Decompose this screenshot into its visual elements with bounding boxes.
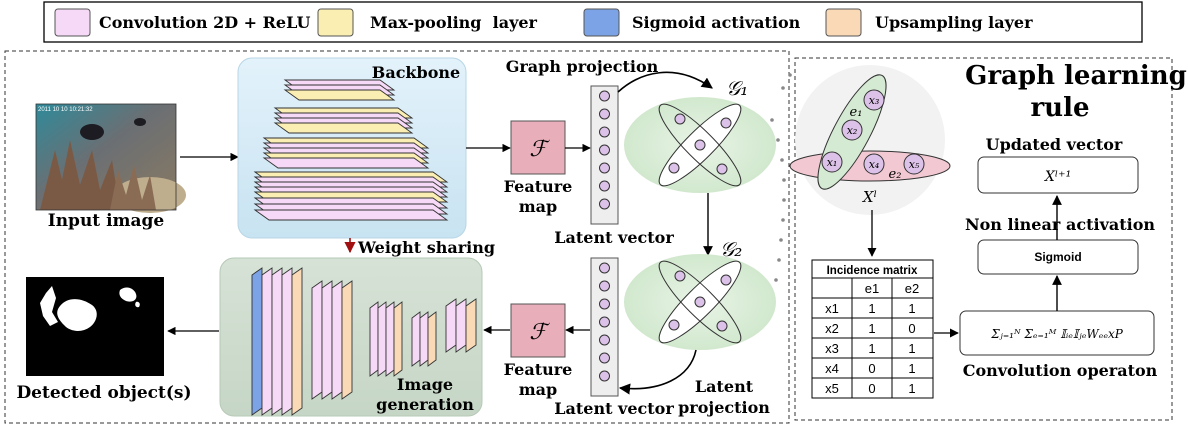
graph-projection-arrow [617, 71, 713, 93]
legend-label-maxpool: Max-pooling layer [370, 13, 538, 32]
graph-1-label: 𝒢₁ [726, 76, 748, 100]
edge-e1: e₁ [850, 105, 863, 120]
node-x1: x₁ [827, 156, 838, 169]
feature-symbol-bottom: ℱ [529, 320, 550, 345]
feature-map-label-bottom-line2: map [519, 380, 557, 399]
latent-projection-arrow [618, 349, 697, 395]
legend-swatch-conv [54, 8, 91, 37]
legend-label-upsampling: Upsampling layer [875, 13, 1033, 32]
incidence-matrix-title: Incidence matrix [827, 265, 918, 277]
legend-swatch-sigmoid [583, 8, 620, 37]
pipeline-panel [4, 50, 790, 424]
latent-vector-bottom [590, 257, 619, 397]
matrix-header-e1: e1 [865, 281, 879, 296]
updated-vector-label: Updated vector [986, 135, 1123, 154]
node-x3: x₃ [869, 94, 880, 107]
image-generation-label-line2: generation [376, 395, 474, 414]
detected-mask [26, 277, 164, 376]
input-image-label: Input image [48, 211, 165, 231]
legend-label-conv: Convolution 2D + ReLU [99, 13, 310, 32]
convolution-label: Convolution operaton [963, 361, 1158, 380]
matrix-cell: 1 [868, 301, 875, 316]
rule-title-line1: Graph learning [965, 61, 1187, 91]
matrix-cell: 0 [868, 381, 875, 396]
updated-vector-box [977, 156, 1139, 194]
matrix-cell: 0 [908, 321, 915, 336]
convolution-formula: Σⱼ₌₁ᴺ Σₑ₌₁ᴹ 𝕀ᵢₑ𝕀ⱼₑWₑₑxP [990, 327, 1124, 341]
hypergraph-caption: Xˡ [862, 188, 877, 206]
generation-layers [251, 267, 477, 416]
hypergraph [789, 65, 951, 215]
matrix-cell: 1 [868, 321, 875, 336]
incidence-matrix [811, 259, 934, 399]
image-generation-label-line1: Image [397, 375, 453, 394]
matrix-cell: 0 [868, 361, 875, 376]
node-x2: x₂ [847, 124, 858, 137]
feature-map-label-top-line2: map [519, 197, 557, 216]
node-x5: x₅ [909, 158, 920, 171]
connector-dots [770, 73, 792, 282]
backbone-layers [253, 79, 449, 221]
weight-sharing-label: Weight sharing [357, 238, 495, 257]
feature-box-top [510, 120, 566, 175]
svg-text:2011 10 10 10:21:32: 2011 10 10 10:21:32 [38, 107, 93, 113]
rule-panel [794, 57, 1173, 421]
detected-object-label: Detected object(s) [16, 383, 191, 403]
latent-projection-label-line2: projection [678, 398, 770, 417]
edge-e2: e₂ [889, 167, 902, 182]
latent-vector-top [590, 85, 619, 225]
nonlinear-label: Non linear [965, 215, 1061, 234]
feature-box-bottom [510, 303, 566, 358]
sigmoid-label: Sigmoid [1034, 250, 1081, 264]
matrix-cell: 1 [868, 341, 875, 356]
activation-label: activation [1066, 215, 1155, 234]
matrix-row-label: x4 [825, 361, 839, 376]
matrix-cell: 1 [908, 341, 915, 356]
rule-title-line2: rule [1030, 93, 1089, 123]
feature-symbol-top: ℱ [529, 137, 550, 162]
matrix-row-label: x1 [825, 301, 839, 316]
matrix-cell: 1 [908, 301, 915, 316]
graph-2-label: 𝒢₂ [720, 237, 742, 261]
latent-projection-label-line1: Latent [695, 377, 754, 396]
matrix-row-label: x5 [825, 381, 839, 396]
input-image: 2011 10 10 10:21:32 [35, 103, 186, 213]
feature-map-label-bottom-line1: Feature [504, 360, 573, 379]
latent-vector-label-top: Latent vector [554, 228, 674, 247]
updated-vector-symbol: Xˡ⁺¹ [1044, 169, 1071, 185]
legend-label-sigmoid: Sigmoid activation [632, 13, 801, 32]
legend: Convolution 2D + ReLU Max-pooling layer … [43, 1, 1143, 43]
backbone-label: Backbone [372, 63, 460, 82]
feature-map-label-top-line1: Feature [504, 177, 573, 196]
matrix-cell: 1 [908, 381, 915, 396]
matrix-row-label: x2 [825, 321, 839, 336]
matrix-header-e2: e2 [905, 281, 919, 296]
latent-vector-label-bottom: Latent vector [554, 399, 674, 418]
sigmoid-box [977, 239, 1139, 275]
graph-projection-label: Graph projection [506, 57, 659, 76]
graph-1 [624, 97, 776, 193]
legend-swatch-upsampling [825, 8, 862, 37]
legend-swatch-maxpool [317, 8, 354, 37]
matrix-row-label: x3 [825, 341, 839, 356]
graph-2 [624, 254, 776, 350]
node-x4: x₄ [869, 158, 880, 171]
matrix-cell: 1 [908, 361, 915, 376]
